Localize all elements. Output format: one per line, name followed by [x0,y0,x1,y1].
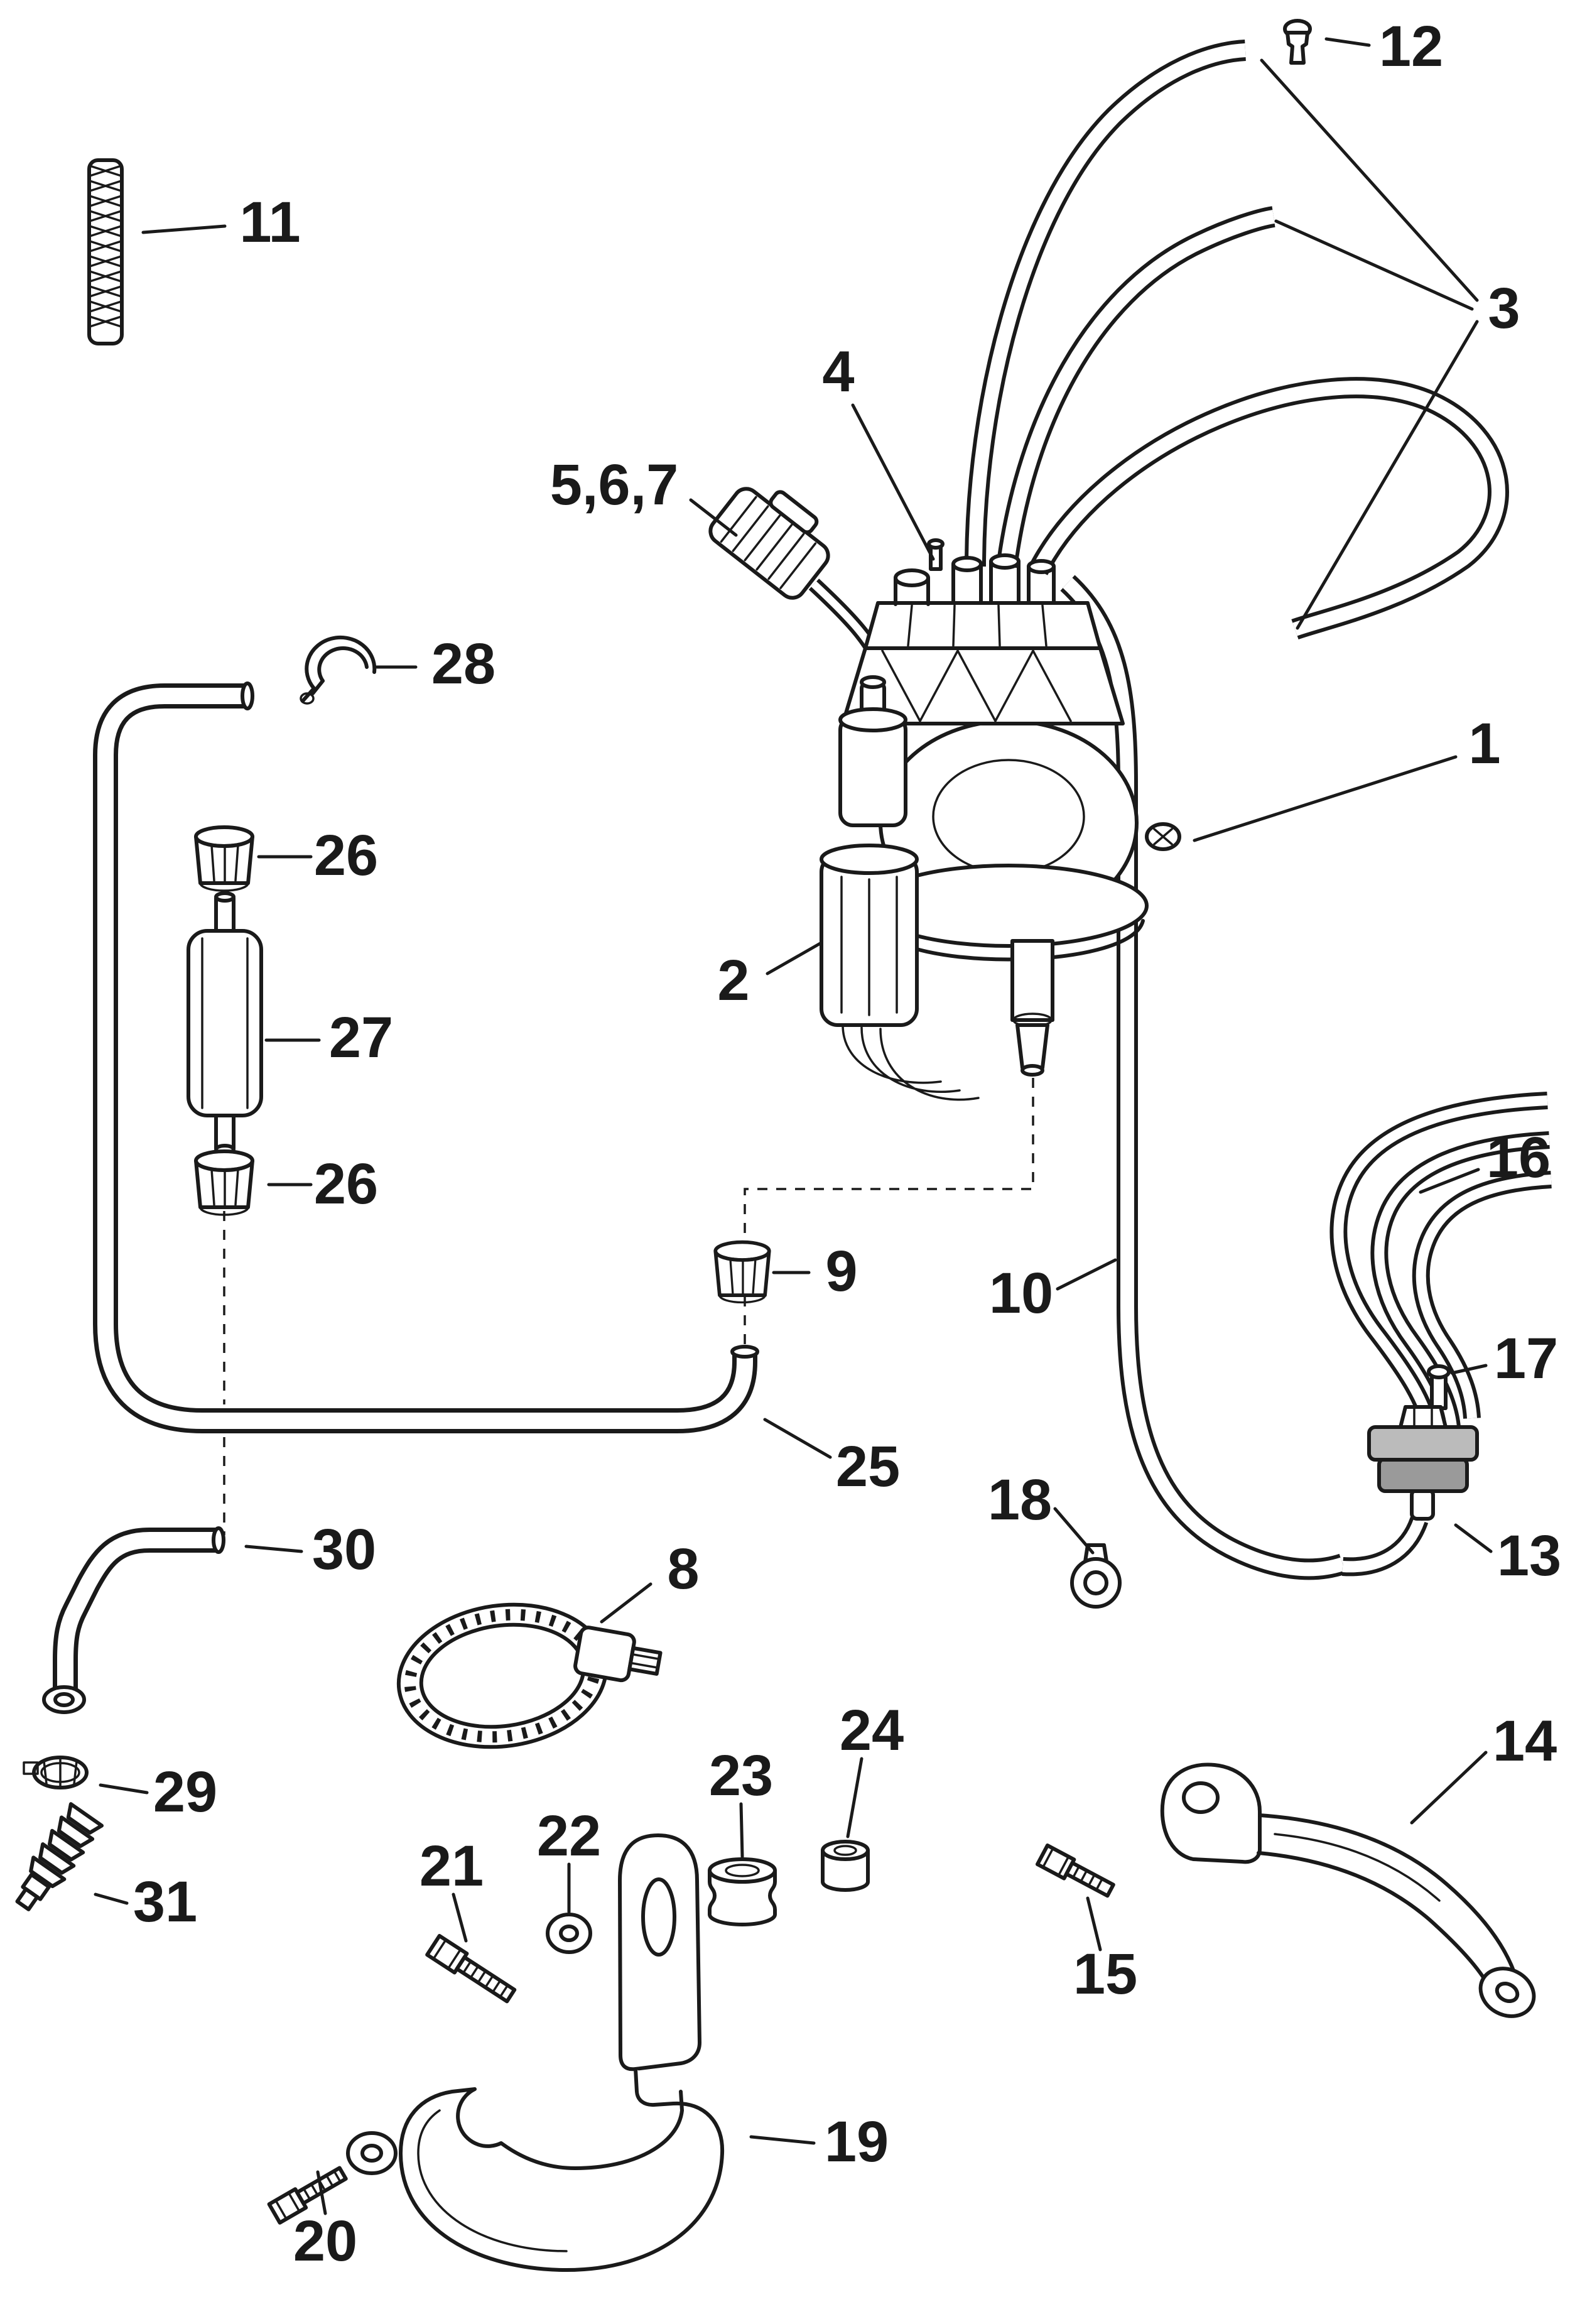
retainer-ring-18 [1070,1543,1122,1609]
callout-4: 4 [822,340,854,404]
callout-30: 30 [312,1518,376,1582]
fuel-hose-25 [106,681,759,1421]
fuel-hose-group-3 [975,50,1498,629]
fuel-pump-assembly-1 [820,538,1181,1101]
leader-line-20 [316,2170,327,2215]
callout-26-upper: 26 [314,823,378,888]
hose-clamp-29 [23,1756,89,1789]
leader-line-29 [99,1783,149,1795]
regulator-body-upper [1367,1425,1479,1462]
pump-outlet-fitting [1010,939,1054,1077]
callout-26-lower: 26 [314,1152,378,1216]
worm-gear-clamp-8 [396,1602,663,1749]
leader-line-8 [600,1582,652,1624]
callout-14: 14 [1493,1709,1557,1773]
callout-5-6-7: 5,6,7 [550,453,679,517]
leader-line-3 [1260,58,1479,630]
pump-side-port [838,675,907,827]
grommet-23 [708,1857,777,1926]
bolt-21 [425,1933,517,2004]
pump-manifold [864,601,1102,650]
leader-line-19 [749,2135,816,2145]
spacer-24 [821,1840,870,1892]
threaded-sleeve-11 [87,158,124,345]
washer-22 [546,1913,592,1954]
leader-line-18 [1053,1507,1095,1555]
callout-23: 23 [709,1744,773,1808]
fuel-hose-10 [1068,583,1343,1569]
leader-line-14 [1410,1751,1488,1825]
regulator-body-lower [1377,1457,1469,1493]
callout-9: 9 [825,1239,857,1303]
pump-top-fittings [894,553,1056,606]
compression-cap-9 [715,1242,769,1303]
callout-2: 2 [717,948,749,1013]
callout-16: 16 [1486,1126,1551,1190]
compression-cap-26-lower [196,1151,252,1215]
mounting-bracket-14 [1160,1762,1536,2018]
leader-line-17 [1450,1364,1488,1375]
push-rivet-12 [1283,19,1312,65]
clamp-screw-housing [573,1626,663,1683]
barb-fitting-31 [15,1802,104,1911]
callout-15: 15 [1073,1942,1137,2006]
callout-1: 1 [1468,712,1500,776]
callout-19: 19 [825,2110,889,2174]
leader-line-13 [1454,1523,1493,1553]
leader-line-5-6-7 [689,498,738,537]
callout-24: 24 [840,1698,904,1762]
fuel-hose-30 [42,1526,224,1714]
callout-22: 22 [537,1804,601,1868]
leader-line-30 [244,1545,303,1553]
regulator-screw-17 [1427,1364,1451,1410]
flange-bolt [1145,822,1181,851]
callout-18: 18 [988,1468,1052,1532]
callout-17: 17 [1494,1327,1558,1391]
fuel-filter-27 [187,891,263,1155]
pressure-regulator-13 [1343,1364,1479,1567]
leader-line-4 [851,403,935,561]
compression-cap-26-upper [196,827,252,891]
leader-line-23 [739,1802,744,1859]
callout-25: 25 [836,1435,900,1499]
leader-line-25 [763,1418,832,1459]
leader-line-12 [1324,37,1371,47]
callout-20: 20 [293,2209,357,2273]
leader-line-21 [452,1892,468,1943]
callout-11: 11 [239,190,300,254]
dashed-guides [223,1078,1034,1535]
mounting-bracket-19 [399,1833,725,2272]
leader-line-1 [1193,755,1458,842]
leader-line-10 [1056,1258,1117,1291]
electrical-connector-5-6-7 [708,487,830,600]
callout-27: 27 [329,1006,393,1070]
callout-8: 8 [667,1537,699,1601]
spring-clamp-28 [300,635,377,705]
callout-10: 10 [989,1261,1053,1325]
callout-12: 12 [1379,14,1443,79]
leader-line-24 [846,1757,864,1838]
screw-15 [1035,1843,1115,1898]
callout-21: 21 [420,1834,484,1898]
callout-28: 28 [431,632,495,696]
callout-31: 31 [133,1870,197,1934]
leader-line-11 [141,224,227,234]
leader-line-31 [94,1892,129,1905]
callout-29: 29 [153,1760,217,1824]
washer-under-20 [346,2131,398,2175]
callout-13: 13 [1497,1524,1561,1588]
leader-line-15 [1086,1896,1102,1952]
callout-3: 3 [1488,276,1520,340]
leader-line-2 [766,942,822,975]
fuel-pump-canister-2 [820,844,980,1101]
leader-line-16 [1419,1168,1480,1194]
